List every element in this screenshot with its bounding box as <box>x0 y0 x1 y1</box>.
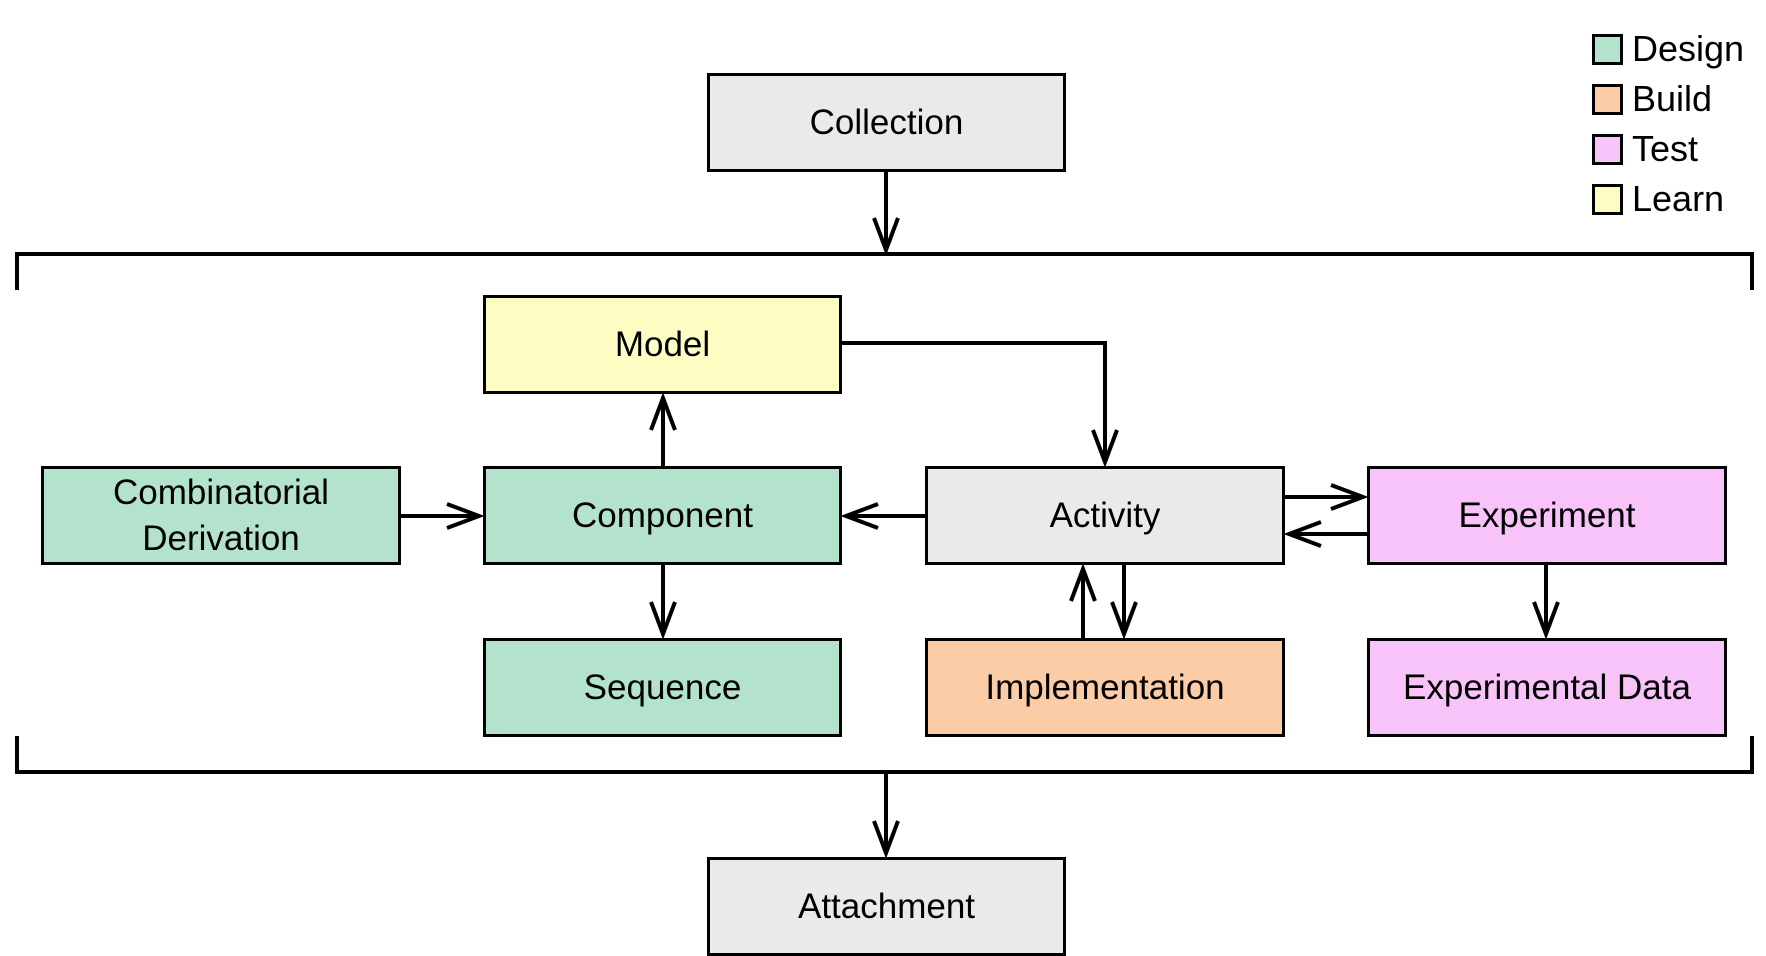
legend-item-learn: Learn <box>1592 174 1762 224</box>
legend-item-design: Design <box>1592 24 1762 74</box>
edge-activity-to-experiment <box>1285 483 1369 511</box>
edge-experiment-to-experimental-data <box>1532 565 1560 640</box>
edge-combinatorial-to-component <box>401 502 485 530</box>
edge-collection-to-group <box>872 172 900 256</box>
edge-activity-to-component <box>840 502 925 530</box>
group-bracket-bottom <box>15 736 1754 774</box>
combinatorial-derivation-label-line-2: Derivation <box>142 518 300 558</box>
legend-label-build: Build <box>1632 78 1713 119</box>
edge-implementation-to-activity <box>1069 563 1097 638</box>
legend-swatch-learn <box>1592 183 1623 215</box>
activity-node: Activity <box>925 466 1285 565</box>
edge-experiment-to-activity <box>1283 520 1367 548</box>
model-node: Model <box>483 295 842 394</box>
experimental-data-label: Experimental Data <box>1403 667 1691 707</box>
combinatorial-derivation-node: Combinatorial Derivation <box>41 466 401 565</box>
group-bracket-top <box>15 252 1754 290</box>
collection-node: Collection <box>707 73 1066 172</box>
edge-model-to-activity <box>842 341 1119 468</box>
collection-label: Collection <box>809 102 964 142</box>
activity-label: Activity <box>1049 495 1161 535</box>
legend-swatch-build <box>1592 83 1623 115</box>
experimental-data-node: Experimental Data <box>1367 638 1727 737</box>
edge-activity-to-implementation <box>1110 565 1138 640</box>
legend-label-design: Design <box>1632 28 1745 69</box>
sequence-node: Sequence <box>483 638 842 737</box>
legend-item-test: Test <box>1592 124 1762 174</box>
combinatorial-derivation-label-line-1: Combinatorial <box>113 472 329 512</box>
attachment-label: Attachment <box>797 886 976 926</box>
legend-label-learn: Learn <box>1632 178 1725 219</box>
component-label: Component <box>572 495 753 535</box>
legend-swatch-test <box>1592 133 1623 165</box>
attachment-node: Attachment <box>707 857 1066 956</box>
edge-group-to-attachment <box>872 774 900 859</box>
edge-component-to-model <box>649 392 677 466</box>
component-node: Component <box>483 466 842 565</box>
implementation-node: Implementation <box>925 638 1285 737</box>
legend-item-build: Build <box>1592 74 1762 124</box>
experiment-node: Experiment <box>1367 466 1727 565</box>
legend-label-test: Test <box>1632 128 1699 169</box>
legend: Design Build Test Learn <box>1592 24 1762 224</box>
edge-component-to-sequence <box>649 565 677 640</box>
implementation-label: Implementation <box>985 667 1225 707</box>
sequence-label: Sequence <box>583 667 742 707</box>
model-label: Model <box>614 324 711 364</box>
experiment-label: Experiment <box>1458 495 1636 535</box>
legend-swatch-design <box>1592 33 1623 65</box>
combinatorial-derivation-label: Combinatorial Derivation <box>113 470 329 562</box>
